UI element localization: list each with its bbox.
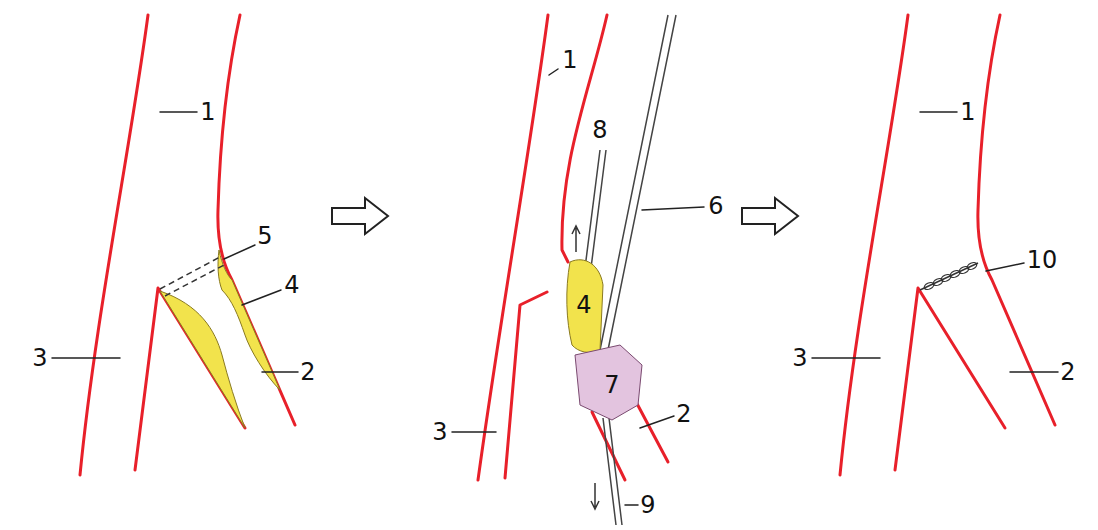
suture-knot bbox=[958, 265, 970, 275]
callout-number: 5 bbox=[257, 224, 272, 248]
callout-number: 1 bbox=[960, 100, 975, 124]
callout-number: 2 bbox=[676, 402, 691, 426]
direction-arrow bbox=[591, 483, 599, 509]
incision-line bbox=[160, 257, 220, 289]
callout-number: 9 bbox=[640, 493, 655, 517]
vessel-wall bbox=[840, 15, 908, 475]
callout-number: 3 bbox=[792, 346, 807, 370]
vessel-wall bbox=[592, 412, 625, 480]
catheter bbox=[603, 418, 622, 525]
leader-line bbox=[52, 357, 120, 359]
suture bbox=[920, 263, 978, 290]
catheter bbox=[585, 150, 606, 268]
vessel-wall bbox=[562, 15, 607, 262]
leader-line bbox=[812, 357, 880, 359]
callout-number: 8 bbox=[592, 118, 607, 142]
callout-number: 4 bbox=[284, 273, 299, 297]
vessel-wall bbox=[135, 288, 245, 470]
vessel-wall bbox=[505, 292, 547, 478]
callout-number: 4 bbox=[576, 293, 591, 317]
plaque bbox=[218, 250, 280, 390]
callout-number: 1 bbox=[200, 100, 215, 124]
callout-number: 6 bbox=[708, 194, 723, 218]
callout-number: 1 bbox=[562, 48, 577, 72]
leader-line bbox=[549, 69, 558, 75]
vessel-wall bbox=[218, 15, 295, 425]
callout-number: 3 bbox=[32, 346, 47, 370]
step-arrow bbox=[742, 198, 798, 234]
leader-line bbox=[640, 416, 674, 428]
leader-line bbox=[262, 371, 298, 373]
leader-line bbox=[642, 207, 704, 210]
callout-number: 7 bbox=[604, 373, 619, 397]
leader-line bbox=[452, 431, 496, 433]
vessel-wall bbox=[478, 15, 548, 480]
step-arrow bbox=[332, 198, 388, 234]
suture-knot bbox=[932, 277, 944, 287]
direction-arrow bbox=[572, 226, 580, 252]
leader-line bbox=[160, 111, 197, 113]
vessel-wall bbox=[978, 15, 1055, 425]
balloon bbox=[575, 345, 642, 420]
plaque bbox=[160, 291, 245, 428]
leader-line bbox=[224, 245, 255, 259]
leader-line bbox=[986, 263, 1024, 271]
callout-number: 10 bbox=[1027, 248, 1058, 272]
callout-number: 3 bbox=[432, 420, 447, 444]
suture-knot bbox=[966, 261, 978, 271]
leader-line bbox=[242, 290, 281, 305]
leader-line bbox=[625, 504, 638, 506]
plaque bbox=[567, 260, 603, 353]
vessel-wall bbox=[80, 15, 148, 475]
catheter bbox=[600, 15, 676, 350]
leader-line bbox=[920, 111, 957, 113]
callout-number: 2 bbox=[1060, 360, 1075, 384]
vessel-wall bbox=[634, 398, 668, 462]
incision-line bbox=[165, 265, 224, 296]
vessel-wall bbox=[895, 288, 1005, 470]
leader-line bbox=[1010, 371, 1058, 373]
callout-number: 2 bbox=[300, 360, 315, 384]
